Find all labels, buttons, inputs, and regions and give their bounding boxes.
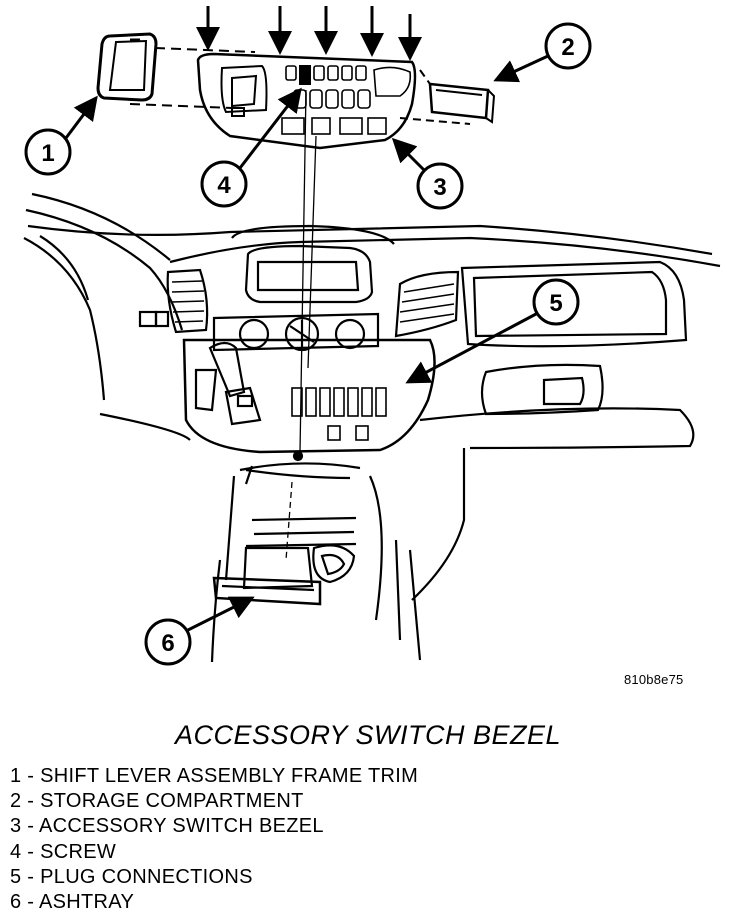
svg-text:2: 2 (561, 34, 574, 61)
legend-item: 6 - ASHTRAY (10, 891, 135, 914)
plug-connections (291, 387, 387, 441)
push-arrows (196, 6, 422, 61)
right-air-vent (394, 270, 460, 338)
legend-item: 5 - PLUG CONNECTIONS (10, 865, 253, 888)
callout-5: 5 (405, 278, 580, 384)
storage-compartment (428, 82, 496, 124)
shift-lever-frame-trim (96, 32, 158, 102)
legend: 1 - SHIFT LEVER ASSEMBLY FRAME TRIM 2 - … (10, 764, 418, 915)
figure-id: 810b8e75 (624, 672, 684, 687)
svg-text:3: 3 (433, 174, 446, 201)
callout-2: 2 (493, 22, 592, 83)
switch-bezel-assembly (96, 32, 496, 150)
svg-text:6: 6 (161, 630, 174, 657)
shift-lever (208, 341, 246, 398)
callout-4: 4 (200, 87, 302, 208)
left-air-vent (166, 268, 209, 334)
callout-3: 3 (391, 137, 464, 210)
dashboard (23, 89, 721, 663)
legend-item: 2 - STORAGE COMPARTMENT (10, 790, 304, 813)
ashtray (242, 546, 314, 590)
callout-1: 1 (24, 95, 98, 176)
legend-item: 1 - SHIFT LEVER ASSEMBLY FRAME TRIM (10, 765, 419, 787)
figure-title: ACCESSORY SWITCH BEZEL (174, 720, 562, 750)
screw (299, 65, 311, 85)
svg-text:5: 5 (549, 290, 562, 317)
legend-item: 4 - SCREW (10, 840, 117, 863)
exploded-view-illustration: 1 2 3 4 5 6 (23, 6, 721, 666)
svg-text:4: 4 (217, 172, 231, 199)
legend-item: 3 - ACCESSORY SWITCH BEZEL (10, 815, 324, 838)
svg-text:1: 1 (41, 140, 54, 167)
callout-6: 6 (144, 596, 255, 666)
